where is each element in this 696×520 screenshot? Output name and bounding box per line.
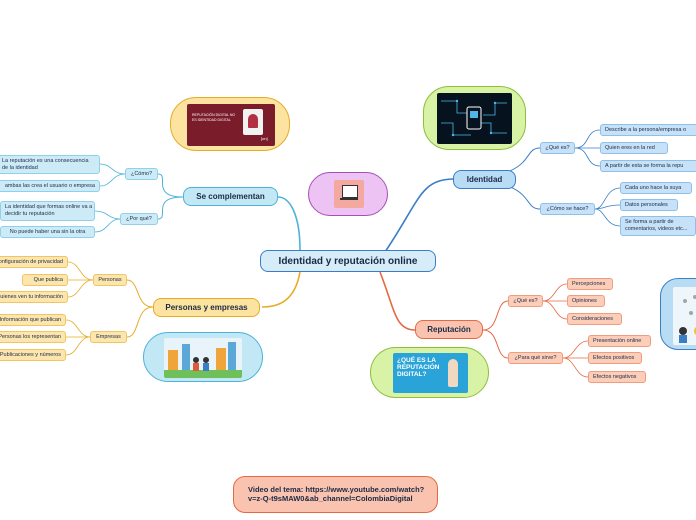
complementan-por-que-item[interactable]: No puede haber una sin la otra	[0, 226, 95, 238]
identidad-como-item[interactable]: Se forma a partir de comentarios, videos…	[620, 216, 696, 236]
complementan-por-que[interactable]: ¿Por qué?	[120, 213, 158, 225]
reputacion-para-que-item[interactable]: Efectos negativos	[588, 371, 646, 383]
image-reputacion-book: REPUTACIÓN DIGITAL NO ES IDENTIDAD DIGIT…	[170, 97, 290, 151]
circuit-icon	[441, 99, 507, 137]
branch-personas-empresas[interactable]: Personas y empresas	[153, 298, 260, 317]
personas-item[interactable]: Configuración de privacidad	[0, 256, 68, 268]
link-central-personas	[261, 271, 301, 308]
empresas-item[interactable]: Información que publican	[0, 314, 66, 326]
identidad-que-es-item[interactable]: Describe a la persona/empresa o	[600, 124, 696, 136]
person-icon	[248, 114, 258, 128]
reputacion-digital-caption: ¿QUÉ ES LA REPUTACIÓN DIGITAL?	[397, 357, 440, 378]
image-presentation-icon	[308, 172, 388, 216]
branch-identidad[interactable]: Identidad	[453, 170, 516, 189]
branch-reputacion[interactable]: Reputación	[415, 320, 483, 339]
image-reputacion-digital: ¿QUÉ ES LA REPUTACIÓN DIGITAL?	[370, 347, 489, 398]
image-social-media	[660, 278, 696, 350]
reputacion-que-es-item[interactable]: Consideraciones	[567, 313, 622, 325]
personas-item[interactable]: Que publica	[22, 274, 68, 286]
reputacion-para-que-item[interactable]: Efectos positivos	[588, 352, 642, 364]
social-media-icon	[679, 295, 696, 343]
book-badge: [on]	[261, 136, 268, 141]
link-central-reputacion	[379, 271, 416, 331]
central-topic[interactable]: Identidad y reputación online	[260, 250, 436, 272]
reputacion-para-que[interactable]: ¿Para qué sirve?	[508, 352, 563, 364]
presentation-icon	[342, 185, 358, 198]
link-central-identidad	[384, 178, 454, 253]
personas-group[interactable]: Personas	[93, 274, 127, 286]
complementan-por-que-item[interactable]: La identidad que formas online va a deci…	[0, 201, 95, 221]
reputacion-para-que-item[interactable]: Presentación online	[588, 335, 651, 347]
reputacion-que-es-item[interactable]: Opiniones	[567, 295, 605, 307]
image-identidad-circuit	[423, 86, 526, 150]
reputacion-que-es[interactable]: ¿Qué es?	[508, 295, 543, 307]
branch-se-complementan[interactable]: Se complementan	[183, 187, 278, 206]
reputacion-que-es-item[interactable]: Percepciones	[567, 278, 613, 290]
book-caption: REPUTACIÓN DIGITAL NO ES IDENTIDAD DIGIT…	[192, 113, 236, 122]
complementan-como[interactable]: ¿Cómo?	[125, 168, 158, 180]
people-buildings-icon	[164, 342, 242, 378]
identidad-como[interactable]: ¿Cómo se hace?	[540, 203, 595, 215]
identidad-que-es-item[interactable]: A partir de esta se forma la repu	[600, 160, 696, 172]
complementan-como-item[interactable]: La reputación es una consecuencia de la …	[0, 155, 100, 174]
identidad-como-item[interactable]: Cada uno hace la suya	[620, 182, 692, 194]
link-central-complementan	[277, 196, 301, 251]
person-icon	[448, 359, 458, 387]
empresas-item[interactable]: Personas los representan	[0, 331, 66, 343]
empresas-group[interactable]: Empresas	[90, 331, 127, 343]
identidad-que-es-item[interactable]: Quien eres en la red	[600, 142, 668, 154]
identidad-que-es[interactable]: ¿Qué es?	[540, 142, 575, 154]
video-link-note[interactable]: Video del tema: https://www.youtube.com/…	[233, 476, 438, 513]
complementan-como-item[interactable]: ambas las crea el usuario o empresa	[0, 180, 100, 192]
identidad-como-item[interactable]: Datos personales	[620, 199, 678, 211]
personas-item[interactable]: Quienes ven tu información	[0, 291, 68, 303]
empresas-item[interactable]: Publicaciones y números	[0, 349, 66, 361]
image-personas-empresas	[143, 332, 263, 382]
